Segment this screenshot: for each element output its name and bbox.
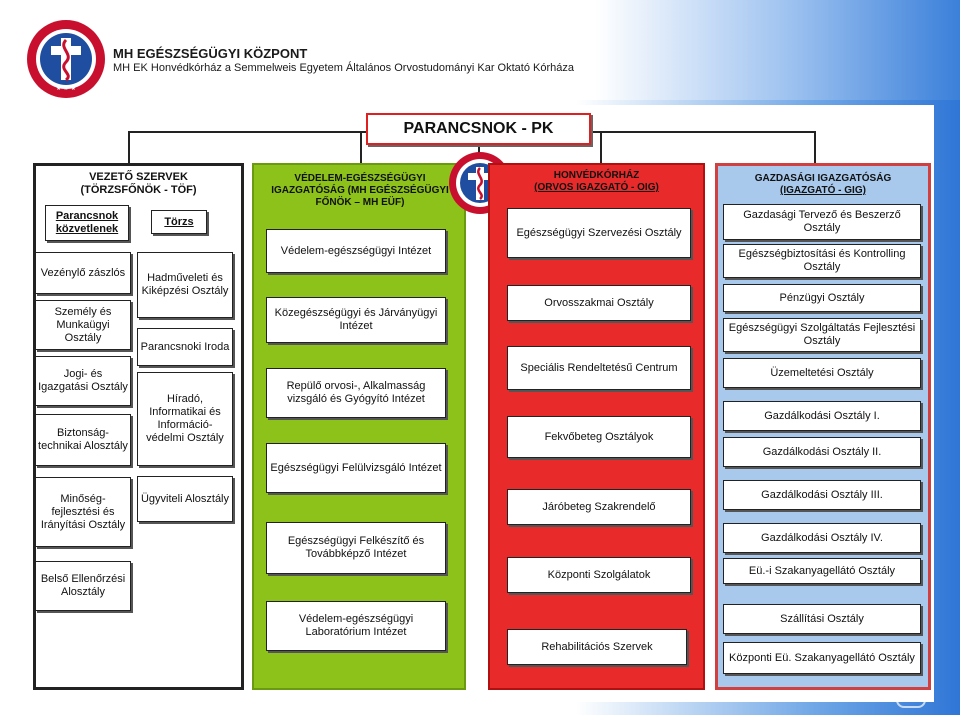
- col1-left-item: Biztonság-technikai Alosztály: [35, 414, 131, 466]
- col4-item: Gazdasági Tervező és Beszerző Osztály: [723, 204, 921, 240]
- col3-item: Járóbeteg Szakrendelő: [507, 489, 691, 525]
- connector-line: [478, 145, 480, 153]
- col2-title: VÉDELEM-EGÉSZSÉGÜGYI IGAZGATÓSÁG (MH EGÉ…: [271, 173, 449, 208]
- direct-reports-box: Parancsnok közvetlenek: [45, 205, 129, 241]
- col4-title-line2: (IGAZGATÓ - GIG): [780, 185, 866, 196]
- connector-line: [128, 131, 130, 164]
- col4-title-line1: GAZDASÁGI IGAZGATÓSÁG: [754, 173, 892, 184]
- col4-item: Pénzügyi Osztály: [723, 284, 921, 312]
- col2-item: Egészségügyi Felkészítő és Továbbképző I…: [266, 522, 446, 574]
- col4-item: Üzemeltetési Osztály: [723, 358, 921, 388]
- col4-item: Gazdálkodási Osztály II.: [723, 437, 921, 467]
- staff-box: Törzs: [151, 210, 207, 234]
- col3-title-line1: HONVÉDKÓRHÁZ: [553, 170, 640, 181]
- col4-item: Egészségbiztosítási és Kontrolling Osztá…: [723, 244, 921, 278]
- col4-item: Eü.-i Szakanyagellátó Osztály: [723, 558, 921, 584]
- connector-line: [814, 131, 816, 164]
- header-subtitle: MH EK Honvédkórház a Semmelweis Egyetem …: [113, 62, 574, 74]
- col1-right-item: Parancsnoki Iroda: [137, 328, 233, 366]
- col4-item: Egészségügyi Szolgáltatás Fejlesztési Os…: [723, 318, 921, 352]
- connector-line: [360, 133, 362, 164]
- col1-right-item: Hadműveleti és Kiképzési Osztály: [137, 252, 233, 318]
- col1-title: VEZETŐ SZERVEK (TÖRZSFŐNÖK - TÖF): [36, 171, 241, 197]
- col4-item: Gazdálkodási Osztály I.: [723, 401, 921, 431]
- commander-box: PARANCSNOK - PK: [366, 113, 591, 145]
- col1-left-item: Belső Ellenőrzési Alosztály: [35, 561, 131, 611]
- col4-item: Gazdálkodási Osztály IV.: [723, 523, 921, 553]
- connector-line: [128, 131, 368, 133]
- col1-right-item: Híradó, Informatikai és Információ-védel…: [137, 372, 233, 466]
- col3-title: HONVÉDKÓRHÁZ (ORVOS IGAZGATÓ - OIG): [494, 170, 699, 194]
- connector-line: [590, 131, 815, 133]
- col1-title-line2: (TÖRZSFŐNÖK - TÖF): [80, 184, 197, 196]
- col3-item: Rehabilitációs Szervek: [507, 629, 687, 665]
- col1-left-item: Jogi- és Igazgatási Osztály: [35, 356, 131, 406]
- slide-decoration-icon: [896, 690, 926, 708]
- col1-title-line1: VEZETŐ SZERVEK: [89, 171, 188, 183]
- header-title: MH EGÉSZSÉGÜGYI KÖZPONT: [113, 46, 308, 61]
- svg-text:★ ★ ★: ★ ★ ★: [56, 85, 76, 92]
- header-bar: ★ ★ ★ MH EGÉSZSÉGÜGYI KÖZPONT MH EK Honv…: [0, 0, 960, 100]
- col1-left-item: Személy és Munkaügyi Osztály: [35, 300, 131, 350]
- col4-item: Szállítási Osztály: [723, 604, 921, 634]
- col2-item: Repülő orvosi-, Alkalmasság vizsgáló és …: [266, 368, 446, 418]
- col3-item: Speciális Rendeltetésű Centrum: [507, 346, 691, 390]
- col3-item: Központi Szolgálatok: [507, 557, 691, 593]
- col3-item: Egészségügyi Szervezési Osztály: [507, 208, 691, 258]
- col2-item: Védelem-egészségügyi Laboratórium Intéze…: [266, 601, 446, 651]
- col3-item: Orvosszakmai Osztály: [507, 285, 691, 321]
- col3-item: Fekvőbeteg Osztályok: [507, 416, 691, 458]
- col4-title: GAZDASÁGI IGAZGATÓSÁG (IGAZGATÓ - GIG): [720, 173, 926, 197]
- col1-left-item: Minőség-fejlesztési és Irányítási Osztál…: [35, 477, 131, 547]
- col1-left-item: Vezénylő zászlós: [35, 252, 131, 294]
- col2-item: Védelem-egészségügyi Intézet: [266, 229, 446, 273]
- col3-title-line2: (ORVOS IGAZGATÓ - OIG): [534, 182, 659, 193]
- col4-item: Gazdálkodási Osztály III.: [723, 480, 921, 510]
- connector-line: [600, 133, 602, 164]
- col2-item: Közegészségügyi és Járványügyi Intézet: [266, 297, 446, 343]
- col4-item: Központi Eü. Szakanyagellátó Osztály: [723, 642, 921, 674]
- col2-item: Egészségügyi Felülvizsgáló Intézet: [266, 443, 446, 493]
- col1-right-item: Ügyviteli Alosztály: [137, 476, 233, 522]
- hospital-logo-icon: ★ ★ ★: [27, 20, 105, 98]
